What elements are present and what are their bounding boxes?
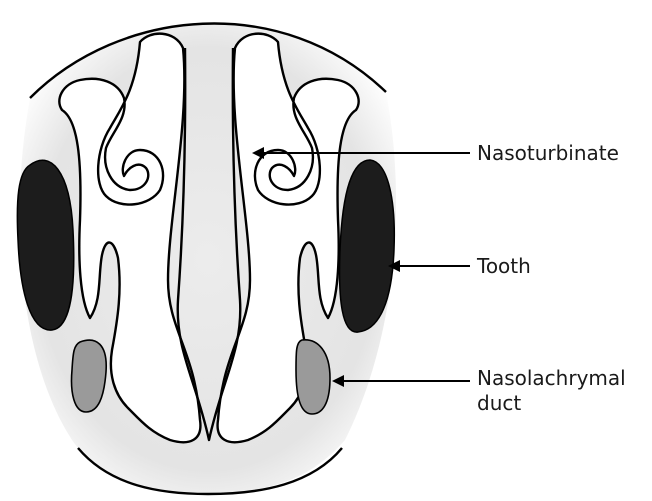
nasolachrymal-label-line1: Nasolachrymal xyxy=(477,366,626,390)
tooth-pointer xyxy=(388,260,470,272)
tooth-label: Tooth xyxy=(476,254,531,278)
left-tooth xyxy=(17,160,73,330)
nasoturbinate-label: Nasoturbinate xyxy=(477,141,619,165)
nasolachrymal-label-line2: duct xyxy=(477,391,521,415)
